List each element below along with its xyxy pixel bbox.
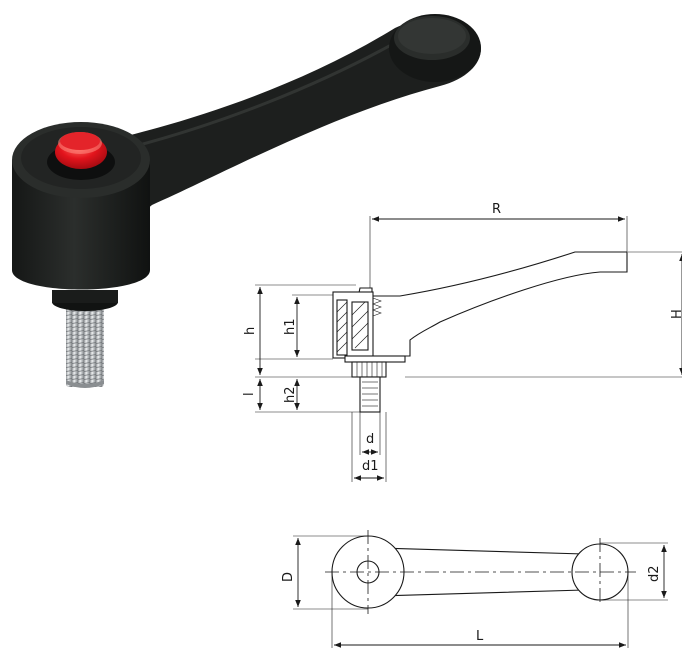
dim-label-H: H — [670, 309, 682, 319]
dim-label-L: L — [476, 629, 484, 644]
side-view-drawing: R H h h1 l h2 d d1 — [242, 202, 682, 482]
product-photo — [12, 14, 481, 388]
dim-label-d2: d2 — [647, 565, 662, 582]
dim-label-d1: d1 — [362, 459, 379, 474]
dim-label-l: l — [242, 392, 257, 396]
dim-label-h2: h2 — [283, 386, 298, 403]
top-view-drawing: D d2 L — [281, 530, 668, 648]
dim-label-D: D — [281, 572, 296, 582]
lever-arm — [60, 19, 481, 216]
threaded-stud — [66, 305, 104, 387]
dim-label-d: d — [366, 432, 374, 447]
dim-label-h1: h1 — [283, 318, 298, 335]
dim-label-R: R — [492, 202, 501, 217]
dim-label-h: h — [243, 327, 258, 335]
